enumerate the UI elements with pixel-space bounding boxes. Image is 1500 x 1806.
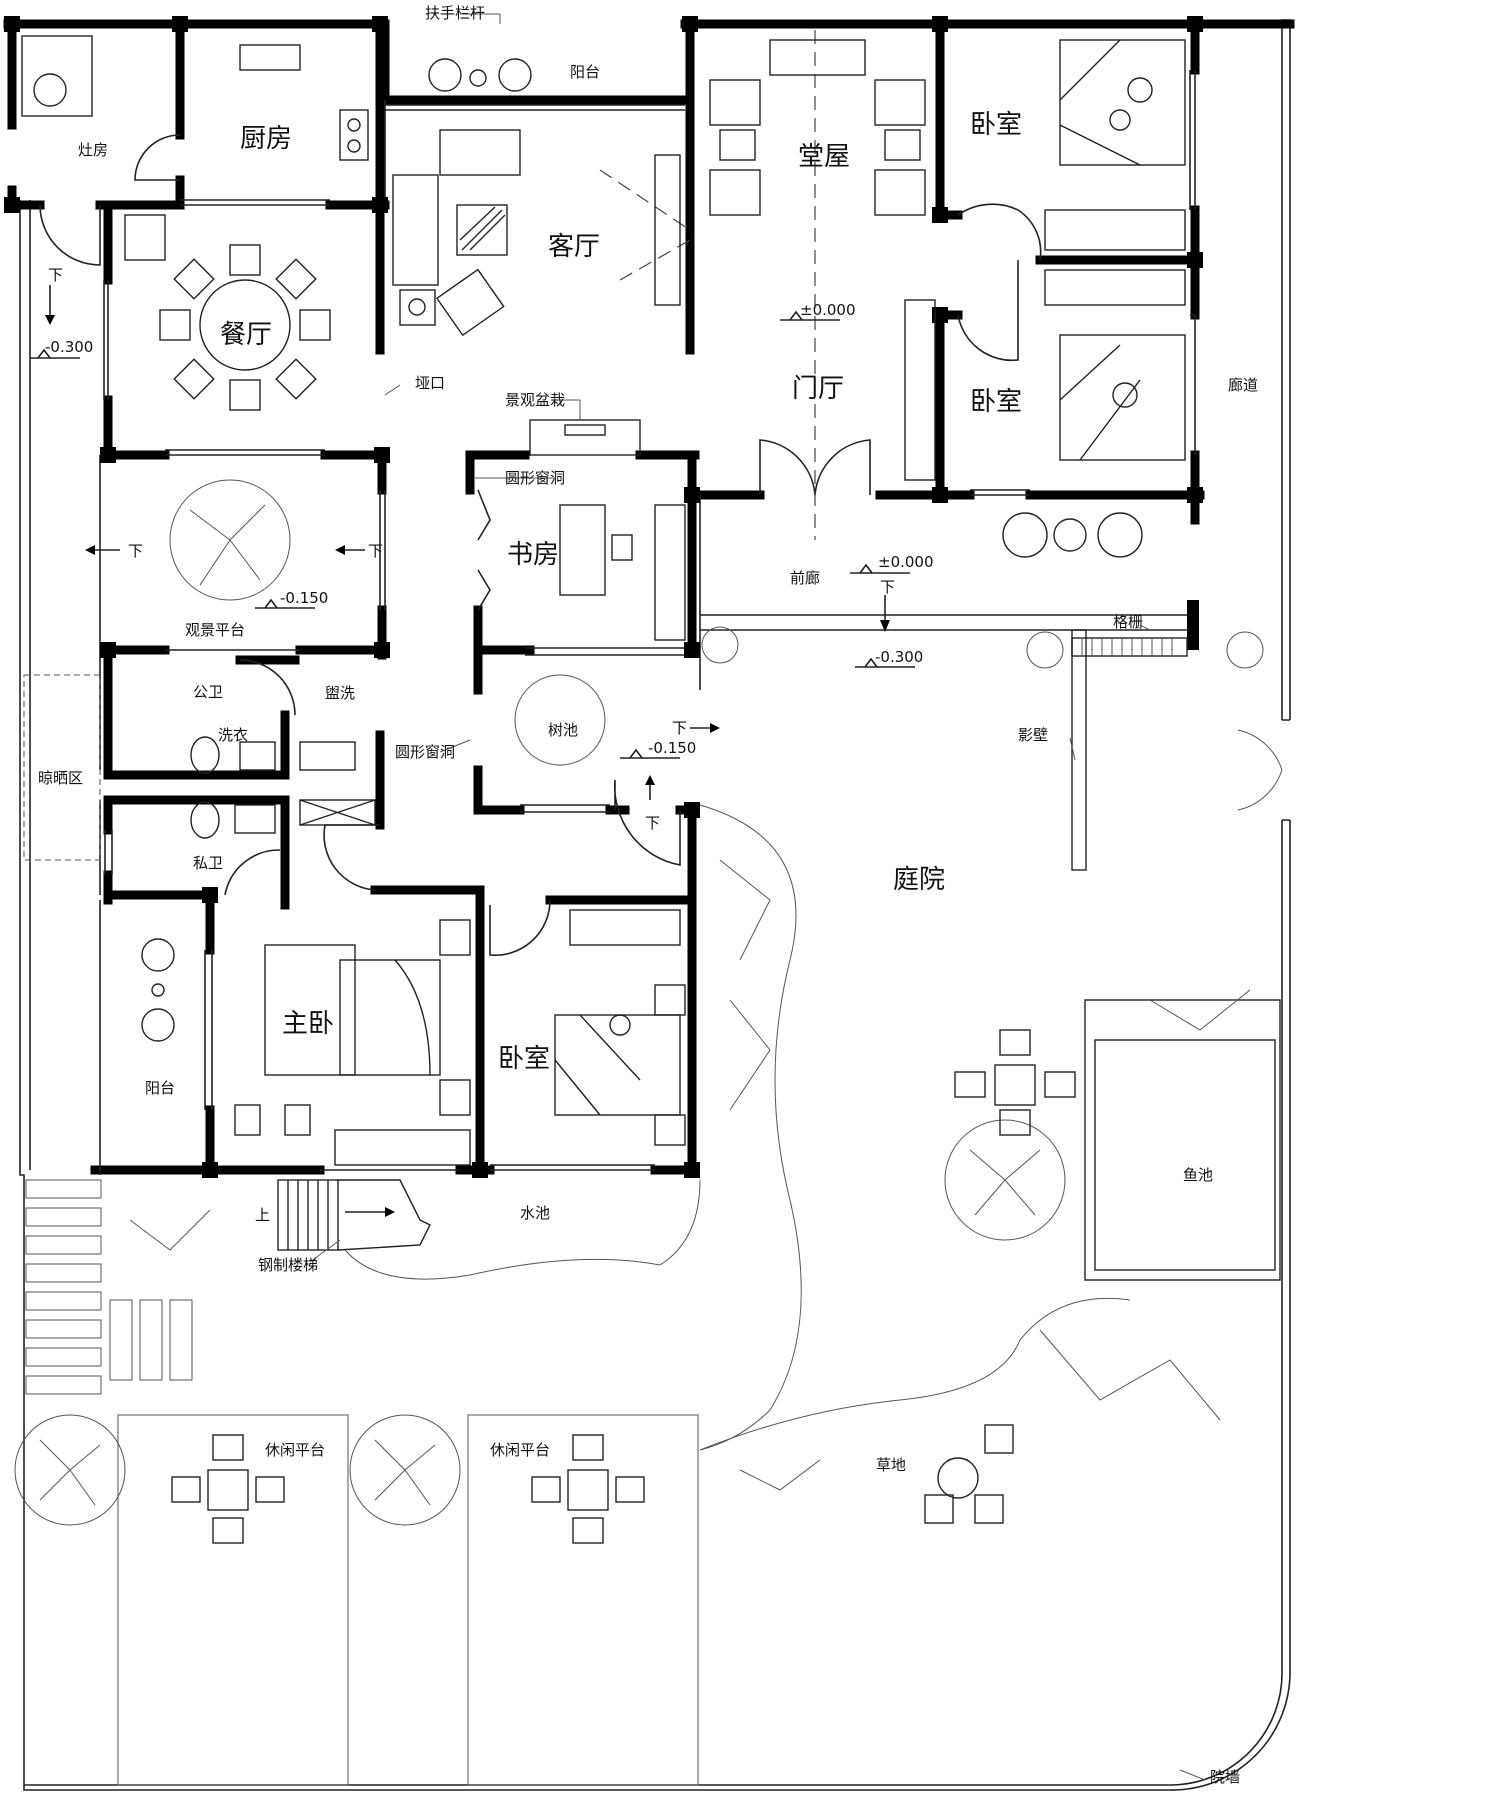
note-down-porch: 下 (880, 578, 895, 596)
bedroom-ne-furniture (1044, 39, 1186, 461)
balcony-west-furniture (141, 938, 175, 1042)
note-down-west: 下 (48, 266, 63, 284)
note-grille: 格栅 (1113, 613, 1143, 631)
screen-wall (1071, 629, 1087, 871)
room-label-washroom: 盥洗 (325, 684, 355, 702)
drying-area-outline (23, 674, 101, 861)
room-label-leisure-1: 休闲平台 (265, 1441, 325, 1459)
bedroom-s-furniture (554, 909, 686, 1146)
room-label-balcony-top: 阳台 (570, 63, 600, 81)
master-bedroom-furniture (234, 919, 471, 1166)
elevation-west-path: -0.300 (45, 338, 93, 356)
steel-stair[interactable] (277, 1179, 431, 1251)
lawn-edge (699, 1297, 1131, 1451)
note-ridge: 垭口 (415, 374, 445, 392)
room-label-leisure-2: 休闲平台 (490, 1441, 550, 1459)
living-furniture (392, 129, 681, 337)
study-furniture (529, 419, 686, 641)
wc-furniture (190, 736, 376, 839)
room-label-foyer: 门厅 (792, 374, 844, 404)
note-courtyard-wall: 院墙 (1210, 1768, 1240, 1786)
room-label-drying: 晾晒区 (38, 769, 83, 787)
note-round-window-2: 圆形窗洞 (395, 743, 455, 761)
elevation-courtyard: -0.300 (875, 648, 923, 666)
dining-furniture (124, 214, 331, 411)
fish-pond (1084, 999, 1281, 1281)
room-label-stove: 灶房 (78, 141, 108, 159)
note-screen-wall: 影壁 (1018, 726, 1048, 744)
note-handrail: 扶手栏杆 (425, 4, 485, 22)
elevation-viewing: -0.150 (280, 589, 328, 607)
room-label-viewing-platform: 观景平台 (185, 621, 245, 639)
note-down-study: 下 (645, 814, 660, 832)
room-label-study: 书房 (507, 540, 559, 570)
room-label-bedroom-ne2: 卧室 (970, 387, 1022, 417)
room-label-front-porch: 前廊 (790, 569, 820, 587)
elevation-markers (30, 310, 915, 759)
room-label-dining: 餐厅 (220, 320, 272, 350)
south-paving (25, 1179, 699, 1786)
room-label-bedroom-s: 卧室 (498, 1044, 550, 1074)
door-swings (39, 134, 1042, 957)
courtyard-seating (171, 1029, 1076, 1544)
tree-symbols (14, 479, 1264, 1526)
water-pool-outline (344, 1179, 701, 1280)
room-label-bedroom-ne1: 卧室 (970, 110, 1022, 140)
room-label-balcony-west: 阳台 (145, 1079, 175, 1097)
windows-partitions (99, 70, 1196, 1175)
level-arrows (45, 285, 890, 800)
room-label-water-pool: 水池 (520, 1204, 550, 1222)
note-round-window-1: 圆形窗洞 (505, 469, 565, 487)
room-label-public-wc: 公卫 (193, 683, 223, 701)
room-label-master-bedroom: 主卧 (282, 1009, 334, 1039)
note-down-tree-pool: 下 (672, 719, 687, 737)
room-label-living: 客厅 (548, 232, 600, 262)
balcony-top-furniture (428, 58, 532, 92)
courtyard-wall (19, 19, 1291, 1791)
garden-path (699, 804, 802, 1451)
room-label-fish-pond: 鱼池 (1183, 1166, 1213, 1184)
stove-room-furniture (21, 35, 93, 117)
room-label-lawn: 草地 (876, 1456, 906, 1474)
note-bonsai: 景观盆栽 (505, 391, 565, 409)
elevation-hall: ±0.000 (800, 301, 856, 319)
leader-lines (309, 13, 1206, 1781)
room-label-kitchen: 厨房 (240, 124, 292, 154)
living-axis-line (599, 169, 691, 281)
room-label-courtyard: 庭院 (893, 865, 945, 895)
note-down-viewing-e: 下 (368, 542, 383, 560)
porch-furniture (1002, 512, 1143, 558)
building-walls (3, 19, 1295, 1175)
room-label-laundry: 洗衣 (218, 726, 248, 744)
room-label-main-hall: 堂屋 (798, 142, 850, 172)
room-label-tree-pool: 树池 (548, 721, 578, 739)
room-label-private-wc: 私卫 (193, 854, 223, 872)
main-hall-furniture (709, 39, 936, 481)
note-stair-up: 上 (255, 1206, 270, 1224)
room-label-corridor: 廊道 (1228, 376, 1258, 394)
structural-columns (4, 16, 1203, 1178)
kitchen-furniture (239, 44, 369, 161)
note-down-viewing-w: 下 (128, 542, 143, 560)
note-steel-stair: 钢制楼梯 (258, 1256, 318, 1274)
elevation-tree-pool: -0.150 (648, 739, 696, 757)
grille (1071, 637, 1188, 657)
elevation-porch: ±0.000 (878, 553, 934, 571)
